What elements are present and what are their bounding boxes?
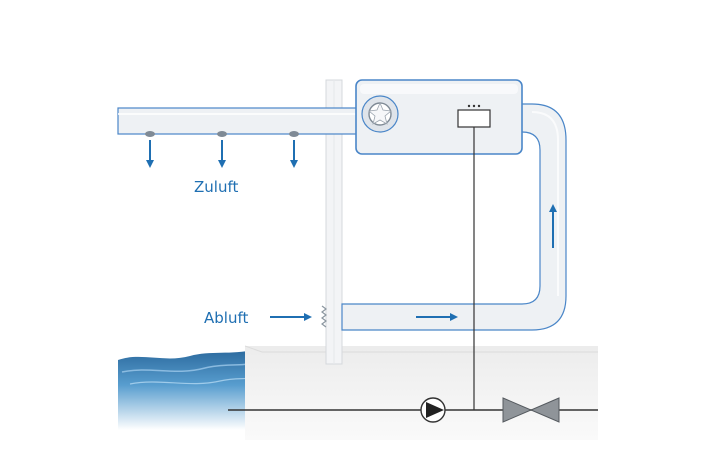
supply-outlet-3 [289,131,299,137]
airflow-arrows [146,140,557,321]
return-duct [341,103,567,331]
supply-outlet-1 [145,131,155,137]
exhaust-air-label: Abluft [204,309,248,327]
fan-icon [361,95,399,133]
air-handling-unit [355,79,523,155]
supply-outlet-2 [217,131,227,137]
exhaust-grille-icon [321,305,327,328]
supply-duct [117,107,359,137]
water-surface [118,348,262,430]
pump-icon [420,397,446,423]
floor-block [244,345,598,440]
supply-air-label: Zuluft [194,178,238,196]
valve-icon [502,397,560,423]
